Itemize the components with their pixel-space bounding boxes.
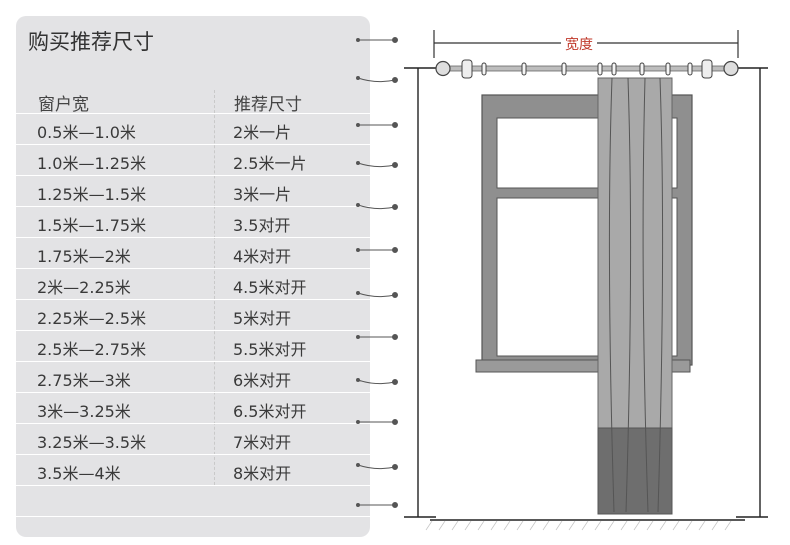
cell-size: 5.5米对开 [233, 340, 307, 359]
cell-window-width: 1.75米—2米 [37, 247, 131, 266]
curtain-rod [435, 59, 739, 79]
wall-texture [425, 520, 732, 531]
size-table-panel [16, 16, 370, 537]
table-row-empty [16, 485, 370, 517]
cell-window-width: 2米—2.25米 [37, 278, 131, 297]
pointer [356, 161, 398, 168]
width-label: 宽度 [561, 34, 597, 54]
cell-window-width: 1.25米—1.5米 [37, 185, 147, 204]
cell-size: 8米对开 [233, 464, 292, 483]
table-row: 2.75米—3米 6米对开 [16, 361, 370, 392]
pointer [356, 334, 398, 340]
cell-size: 3米一片 [233, 185, 292, 204]
table-row: 3.5米—4米 8米对开 [16, 454, 370, 485]
cell-size: 4.5米对开 [233, 278, 307, 297]
table-row: 2.25米—2.5米 5米对开 [16, 299, 370, 330]
table-row: 0.5米—1.0米 2米一片 [16, 113, 370, 144]
cell-size: 2米一片 [233, 123, 292, 142]
cell-size: 2.5米一片 [233, 154, 307, 173]
table-row: 3米—3.25米 6.5米对开 [16, 392, 370, 423]
cell-window-width: 1.5米—1.75米 [37, 216, 147, 235]
cell-size: 5米对开 [233, 309, 292, 328]
pointer [356, 502, 398, 508]
pointer [356, 122, 398, 128]
pointer [356, 247, 398, 253]
cell-size: 6.5米对开 [233, 402, 307, 421]
page-title: 购买推荐尺寸 [28, 30, 154, 54]
table-row: 1.0米—1.25米 2.5米一片 [16, 144, 370, 175]
curtain-panel [597, 77, 673, 515]
cell-window-width: 1.0米—1.25米 [37, 154, 147, 173]
cell-window-width: 2.75米—3米 [37, 371, 131, 390]
cell-window-width: 3.25米—3.5米 [37, 433, 147, 452]
cell-window-width: 3.5米—4米 [37, 464, 121, 483]
size-table: 0.5米—1.0米 2米一片 1.0米—1.25米 2.5米一片 1.25米—1.5… [16, 113, 370, 517]
wall-outline [404, 67, 768, 521]
cell-size: 6米对开 [233, 371, 292, 390]
header-window-width: 窗户宽 [38, 95, 89, 115]
table-row: 1.25米—1.5米 3米一片 [16, 175, 370, 206]
column-divider [214, 90, 215, 485]
header-recommended-size: 推荐尺寸 [234, 95, 302, 115]
cell-size: 4米对开 [233, 247, 292, 266]
pointer [356, 419, 398, 425]
cell-window-width: 0.5米—1.0米 [37, 123, 136, 142]
cell-window-width: 2.5米—2.75米 [37, 340, 147, 359]
table-row: 1.5米—1.75米 3.5对开 [16, 206, 370, 237]
pointer [356, 291, 398, 298]
cell-window-width: 2.25米—2.5米 [37, 309, 147, 328]
cell-size: 3.5对开 [233, 216, 291, 235]
cell-window-width: 3米—3.25米 [37, 402, 131, 421]
table-row: 3.25米—3.5米 7米对开 [16, 423, 370, 454]
cell-size: 7米对开 [233, 433, 292, 452]
pointer [356, 203, 398, 210]
pointer [356, 37, 398, 43]
table-row: 1.75米—2米 4米对开 [16, 237, 370, 268]
pointer [356, 76, 398, 83]
pointer [356, 463, 398, 470]
pointer [356, 378, 398, 385]
table-row: 2米—2.25米 4.5米对开 [16, 268, 370, 299]
table-row: 2.5米—2.75米 5.5米对开 [16, 330, 370, 361]
